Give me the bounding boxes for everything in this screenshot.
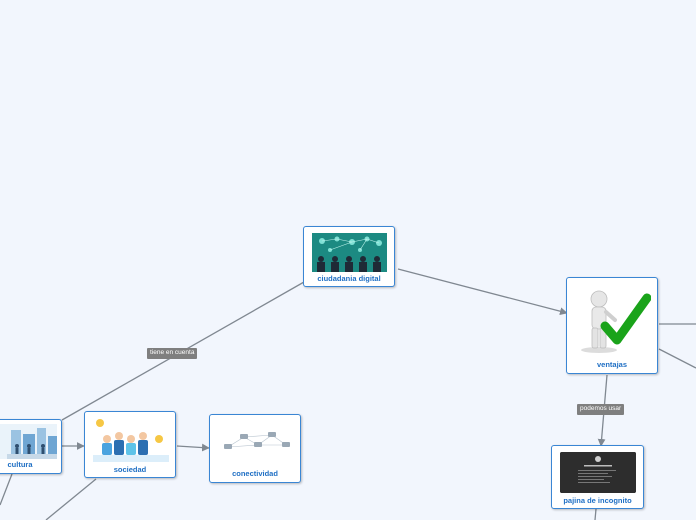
edge-cultura-down (0, 473, 13, 506)
node-ciudadania-digital[interactable]: ciudadania digital (303, 226, 395, 287)
network-connection-illustration (218, 421, 294, 463)
edge-sociedad-down (45, 478, 97, 520)
node-label: sociedad (113, 465, 147, 474)
edge-ciudadania-ventajas (397, 268, 568, 316)
node-label: ventajas (596, 360, 628, 369)
node-cultura[interactable]: cultura (0, 419, 62, 474)
node-ventajas[interactable]: ventajas (566, 277, 658, 374)
node-label: ciudadania digital (317, 274, 381, 283)
edge-ventajas-right-lower (658, 348, 696, 369)
edge-sociedad-conectividad (176, 443, 210, 452)
incognito-page-screenshot (560, 452, 636, 493)
node-label: pajina de incognito (563, 496, 632, 505)
node-label: cultura (7, 460, 33, 469)
edge-label-tiene-en-cuenta: tiene en cuenta (147, 348, 198, 359)
checkmark-figure-illustration (575, 286, 651, 354)
node-pajina-de-incognito[interactable]: pajina de incognito (551, 445, 644, 509)
edge-pajina-down (594, 508, 597, 520)
group-people-illustration (93, 417, 169, 462)
city-people-illustration (0, 424, 57, 459)
node-label: conectividad (232, 469, 278, 478)
node-conectividad[interactable]: conectividad (209, 414, 301, 483)
node-sociedad[interactable]: sociedad (84, 411, 176, 478)
edge-label-podemos-usar: podemos usar (577, 404, 625, 415)
people-network-illustration (312, 233, 387, 272)
